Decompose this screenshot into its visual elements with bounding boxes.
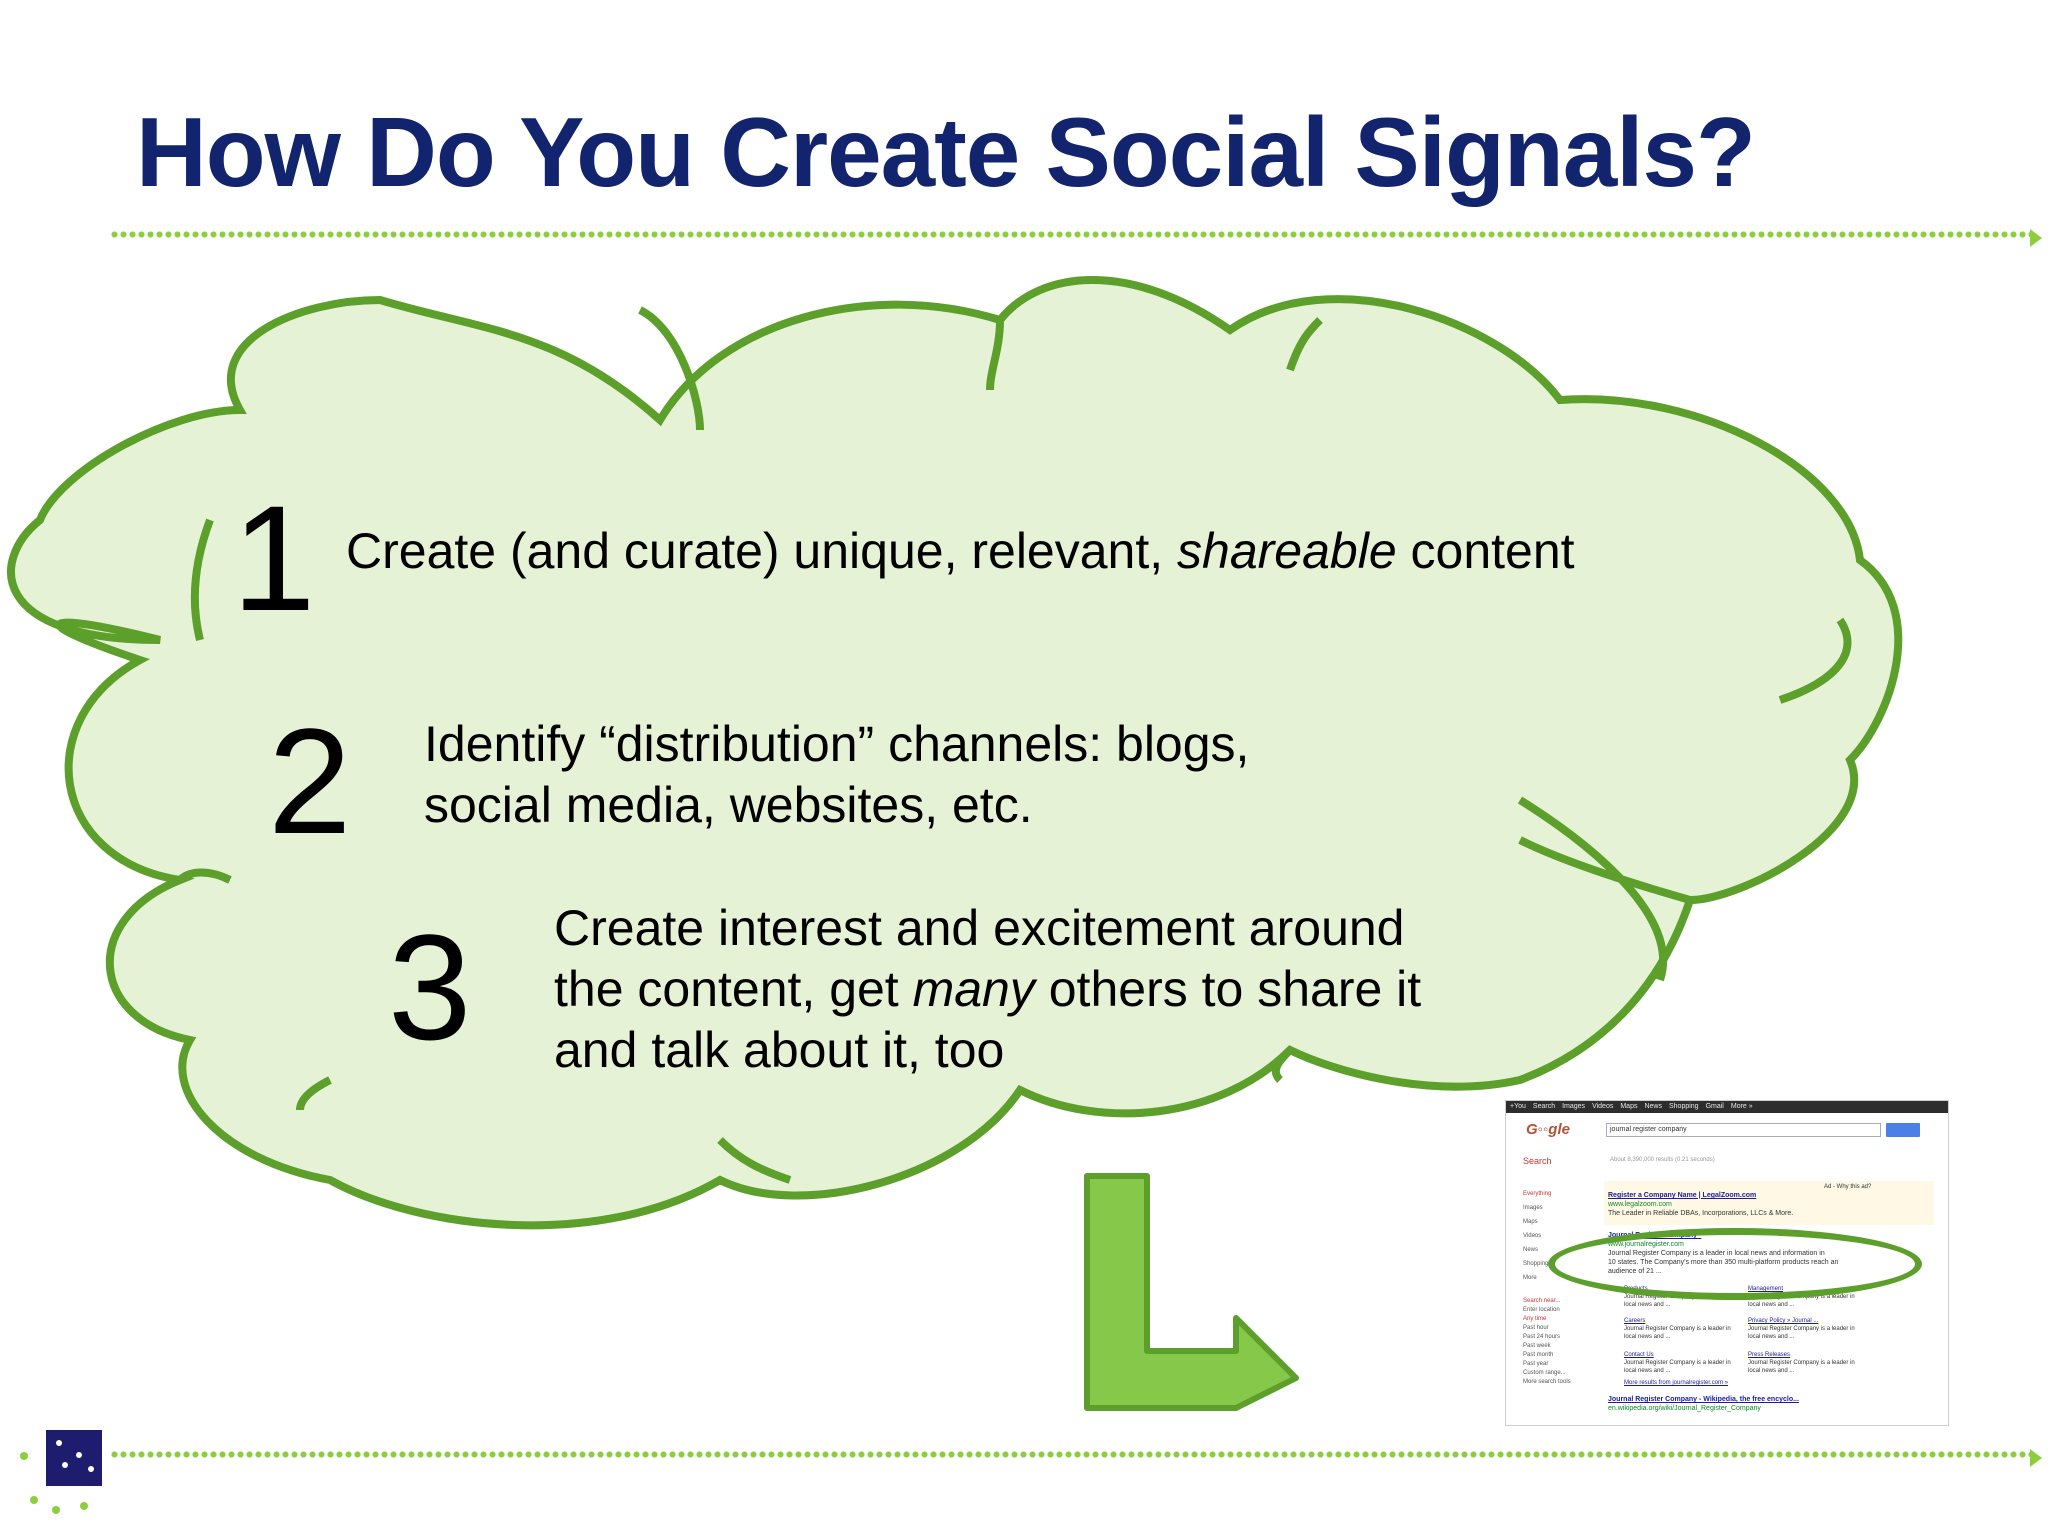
sidebar-item: Past year bbox=[1523, 1361, 1549, 1367]
sidebar-item: Everything bbox=[1523, 1191, 1552, 1197]
ad-url: www.legalzoom.com bbox=[1608, 1201, 1672, 1208]
sponsored-result: Ad - Why this ad? Register a Company Nam… bbox=[1604, 1181, 1934, 1225]
slide-title: How Do You Create Social Signals? bbox=[136, 97, 1756, 207]
search-sidebar: Everything Images Maps Videos News Shopp… bbox=[1523, 1187, 1583, 1285]
ad-note: Ad - Why this ad? bbox=[1824, 1183, 1871, 1191]
google-doodle-logo: G◦◦gle bbox=[1526, 1121, 1570, 1138]
step-1-text-start: Create (and curate) unique, relevant, bbox=[346, 523, 1178, 579]
wikipedia-result: Journal Register Company - Wikipedia, th… bbox=[1608, 1395, 1938, 1413]
sidebar-item: Maps bbox=[1523, 1219, 1538, 1225]
logo-dot bbox=[56, 1440, 62, 1446]
top-dotted-rule bbox=[110, 226, 2030, 242]
sidebar-item: Past 24 hours bbox=[1523, 1334, 1561, 1340]
sidebar-item: Past week bbox=[1523, 1343, 1551, 1349]
sidebar-item: Past hour bbox=[1523, 1325, 1549, 1331]
sitelink-description: Journal Register Company is a leader in … bbox=[1624, 1360, 1731, 1374]
sidebar-item: Enter location bbox=[1523, 1307, 1560, 1313]
logo-accent-dot bbox=[30, 1496, 38, 1504]
step-3-line-1: Create interest and excitement around bbox=[554, 900, 1405, 956]
sidebar-item: Any time bbox=[1523, 1316, 1547, 1322]
top-bar-item: More » bbox=[1730, 1103, 1753, 1110]
search-query-field: journal register company bbox=[1606, 1123, 1881, 1137]
top-bar-item: Videos bbox=[1592, 1103, 1614, 1110]
sitelink-title: Contact Us bbox=[1624, 1352, 1654, 1358]
top-bar-item: Gmail bbox=[1705, 1103, 1724, 1110]
sidebar-heading: Search near... bbox=[1523, 1298, 1561, 1304]
step-1-text-end: content bbox=[1396, 523, 1575, 579]
logo-dot bbox=[62, 1462, 68, 1468]
sidebar-item: Images bbox=[1523, 1205, 1543, 1211]
top-bar-item: +You bbox=[1510, 1103, 1526, 1110]
bottom-rule-arrow-icon bbox=[2030, 1449, 2042, 1467]
sitelink-description: Journal Register Company is a leader in … bbox=[1748, 1360, 1855, 1374]
company-logo-icon bbox=[46, 1430, 102, 1486]
top-bar-item: Maps bbox=[1620, 1103, 1638, 1110]
more-results-text: More results from journalregister.com » bbox=[1624, 1380, 1729, 1386]
sitelink-title: Privacy Policy » Journal ... bbox=[1748, 1318, 1819, 1324]
step-3-line-2: the content, get many others to share it bbox=[554, 959, 1421, 1020]
sidebar-item: Custom range... bbox=[1523, 1370, 1566, 1376]
step-3-line-2-end: others to share it bbox=[1034, 961, 1422, 1017]
sitelink: Contact Us Journal Register Company is a … bbox=[1624, 1351, 1734, 1375]
bent-arrow-icon bbox=[1084, 1173, 1299, 1411]
ad-note-text: Ad - Why this ad? bbox=[1824, 1184, 1872, 1190]
sidebar-item: More bbox=[1523, 1275, 1537, 1281]
sidebar-item: Videos bbox=[1523, 1233, 1542, 1239]
step-2-line-1: Identify “distribution” channels: blogs, bbox=[424, 716, 1250, 772]
search-tools-sidebar: Search near... Enter location Any time P… bbox=[1523, 1297, 1583, 1387]
search-button-icon bbox=[1886, 1123, 1920, 1137]
step-number-3: 3 bbox=[388, 903, 472, 1071]
step-number-1: 1 bbox=[232, 474, 316, 642]
step-2-line-2: social media, websites, etc. bbox=[424, 777, 1033, 833]
step-number-2: 2 bbox=[268, 697, 352, 865]
bottom-dotted-rule bbox=[110, 1446, 2030, 1462]
sidebar-item: Past month bbox=[1523, 1352, 1554, 1358]
logo-dot bbox=[88, 1466, 94, 1472]
google-top-bar: +You Search Images Videos Maps News Shopping Gm… bbox=[1506, 1101, 1948, 1113]
logo-accent-dot bbox=[20, 1452, 28, 1460]
step-3-emphasis: many bbox=[912, 961, 1035, 1017]
sitelink-description: Journal Register Company is a leader in … bbox=[1624, 1326, 1731, 1340]
logo-accent-dot bbox=[52, 1506, 60, 1514]
top-bar-item: Images bbox=[1562, 1103, 1586, 1110]
step-text-2: Identify “distribution” channels: blogs,… bbox=[424, 714, 1249, 836]
more-results-link: More results from journalregister.com » bbox=[1624, 1379, 1728, 1387]
logo-dot bbox=[76, 1452, 82, 1458]
step-3-line-3: and talk about it, too bbox=[554, 1022, 1005, 1078]
search-label: Search bbox=[1523, 1156, 1552, 1166]
sidebar-item: Shopping bbox=[1523, 1261, 1549, 1267]
highlight-oval bbox=[1548, 1228, 1922, 1300]
step-text-1: Create (and curate) unique, relevant, sh… bbox=[346, 521, 1575, 582]
sitelink-description: Journal Register Company is a leader in … bbox=[1748, 1326, 1855, 1340]
top-bar-item: Shopping bbox=[1668, 1103, 1699, 1110]
top-bar-item: Search bbox=[1532, 1103, 1556, 1110]
wiki-url: en.wikipedia.org/wiki/Journal_Register_C… bbox=[1608, 1405, 1761, 1412]
ad-title: Register a Company Name | LegalZoom.com bbox=[1608, 1192, 1757, 1199]
ad-result: Register a Company Name | LegalZoom.com … bbox=[1608, 1191, 1793, 1218]
result-stats: About 8,390,000 results (0.21 seconds) bbox=[1610, 1157, 1715, 1163]
logo-accent-dot bbox=[80, 1502, 88, 1510]
sitelink-title: Careers bbox=[1624, 1318, 1646, 1324]
sidebar-item: News bbox=[1523, 1247, 1539, 1253]
top-rule-arrow-icon bbox=[2030, 229, 2042, 247]
ad-description: The Leader in Reliable DBAs, Incorporati… bbox=[1608, 1210, 1794, 1217]
sitelink: Privacy Policy » Journal ... Journal Regi… bbox=[1748, 1317, 1858, 1341]
step-3-line-2-start: the content, get bbox=[554, 961, 913, 1017]
sitelink-title: Press Releases bbox=[1748, 1352, 1791, 1358]
step-1-emphasis: shareable bbox=[1177, 523, 1397, 579]
sidebar-item: More search tools bbox=[1523, 1379, 1571, 1385]
wiki-title: Journal Register Company - Wikipedia, th… bbox=[1608, 1396, 1799, 1403]
top-bar-item: News bbox=[1644, 1103, 1662, 1110]
